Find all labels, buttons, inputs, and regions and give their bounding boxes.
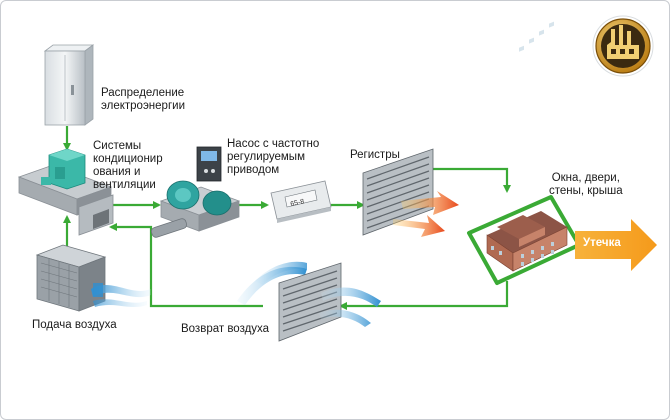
power-cabinet — [43, 44, 95, 126]
label-registers: Регистры — [350, 149, 400, 161]
supply-registers — [362, 148, 459, 237]
return-grille — [237, 261, 381, 342]
factory-icon — [592, 15, 654, 77]
label-air-return: Возврат воздуха — [181, 323, 270, 335]
flow-return-to-hvac — [109, 223, 263, 308]
label-vfd-pump: Насос с частотно регулируемым приводом — [227, 138, 320, 176]
building-envelope — [467, 21, 581, 285]
label-envelope: Окна, двери, стены, крыша — [549, 172, 623, 197]
hvac-unit — [17, 148, 114, 236]
flow-building-to-return — [339, 281, 509, 310]
air-supply-unit — [35, 244, 151, 312]
meter-display: 65-8 — [290, 198, 305, 208]
label-air-supply: Подача воздуха — [32, 319, 117, 331]
flow-lines — [63, 126, 511, 310]
vfd-pump — [150, 146, 241, 238]
control-meter: 65-8 — [270, 180, 332, 223]
label-leak: Утечка — [583, 237, 621, 249]
label-hvac-systems: Системы кондиционир ования и вентиляции — [93, 140, 163, 191]
leak-arrow — [575, 219, 657, 271]
flow-registers-to-building — [431, 167, 511, 193]
label-power-distribution: Распределение электроэнергии — [101, 87, 185, 112]
